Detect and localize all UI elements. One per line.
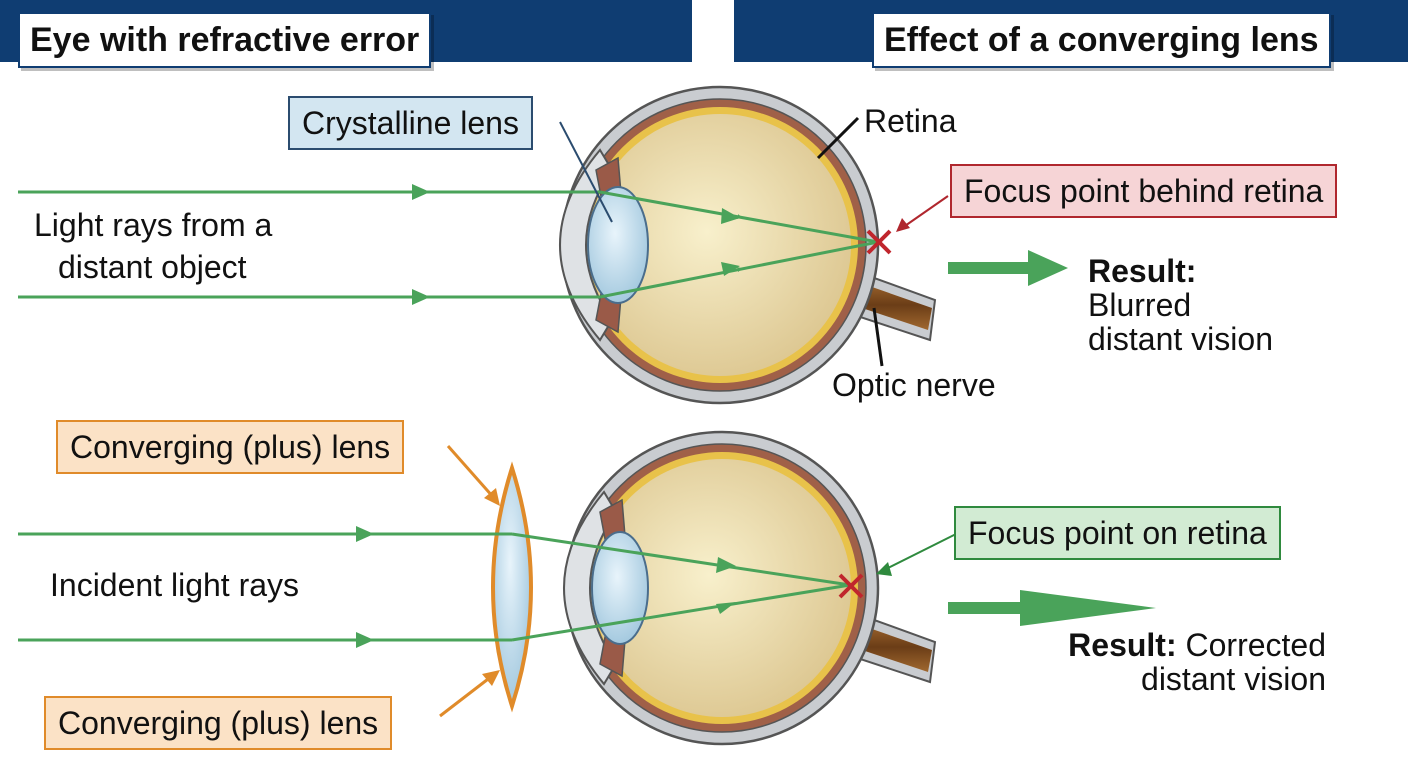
bottom-focus-marker [838,573,864,599]
bottom-cornea [563,490,618,686]
crystalline-lens-callout: Crystalline lens [288,96,533,150]
plus-lens-callout-bottom: Converging (plus) lens [44,696,393,750]
light-rays-label-line1: Light rays from a [34,207,273,243]
top-light-rays [18,189,879,300]
top-result-heading: Result: [1088,253,1197,289]
top-vitreous [589,114,851,376]
retina-label: Retina [864,103,957,139]
bottom-result-line2: distant vision [1141,661,1326,697]
bottom-result-heading: Result: [1068,627,1177,663]
top-eye [559,85,937,405]
focus-behind-retina-callout: Focus point behind retina [950,164,1338,218]
converging-lens [491,461,533,713]
header-left-title: Eye with refractive error [18,12,432,68]
top-result-arrow [948,250,1068,286]
retina-leader-line [816,116,860,160]
light-rays-label-line2: distant object [58,249,247,285]
top-focus-marker [866,229,892,255]
plus-lens-top-leader-line [446,445,496,499]
bottom-light-rays [18,532,851,642]
optic-nerve-leader-line [872,307,884,367]
bottom-eye [563,430,937,746]
bottom-result-text: Result: Corrected distant vision [1016,628,1326,696]
bottom-crystalline-lens [591,531,649,645]
bottom-result-arrow [948,590,1156,626]
optic-nerve-label: Optic nerve [832,367,996,403]
bottom-ray-arrowheads [356,526,736,648]
bottom-vitreous [593,459,851,717]
lens-leader-line [559,121,613,223]
incident-rays-label: Incident light rays [50,567,300,603]
header-right-title: Effect of a converging lens [872,12,1331,68]
bottom-ray-upper-refracted [511,532,851,587]
plus-lens-bottom-leader-line [439,674,493,718]
bottom-ray-lower-refracted [511,583,851,642]
focus-behind-leader-line [901,195,949,229]
top-crystalline-lens [587,186,649,304]
focus-on-leader-line [883,533,957,571]
focus-on-retina-callout: Focus point on retina [954,506,1281,560]
bottom-result-line1: Corrected [1185,627,1327,663]
top-cornea [559,148,614,342]
top-result-line1: Blurred [1088,287,1192,323]
top-result-text: Result: Blurred distant vision [1088,254,1273,356]
top-ray-arrowheads [412,184,740,305]
top-result-line2: distant vision [1088,321,1273,357]
plus-lens-callout-top: Converging (plus) lens [56,420,405,474]
